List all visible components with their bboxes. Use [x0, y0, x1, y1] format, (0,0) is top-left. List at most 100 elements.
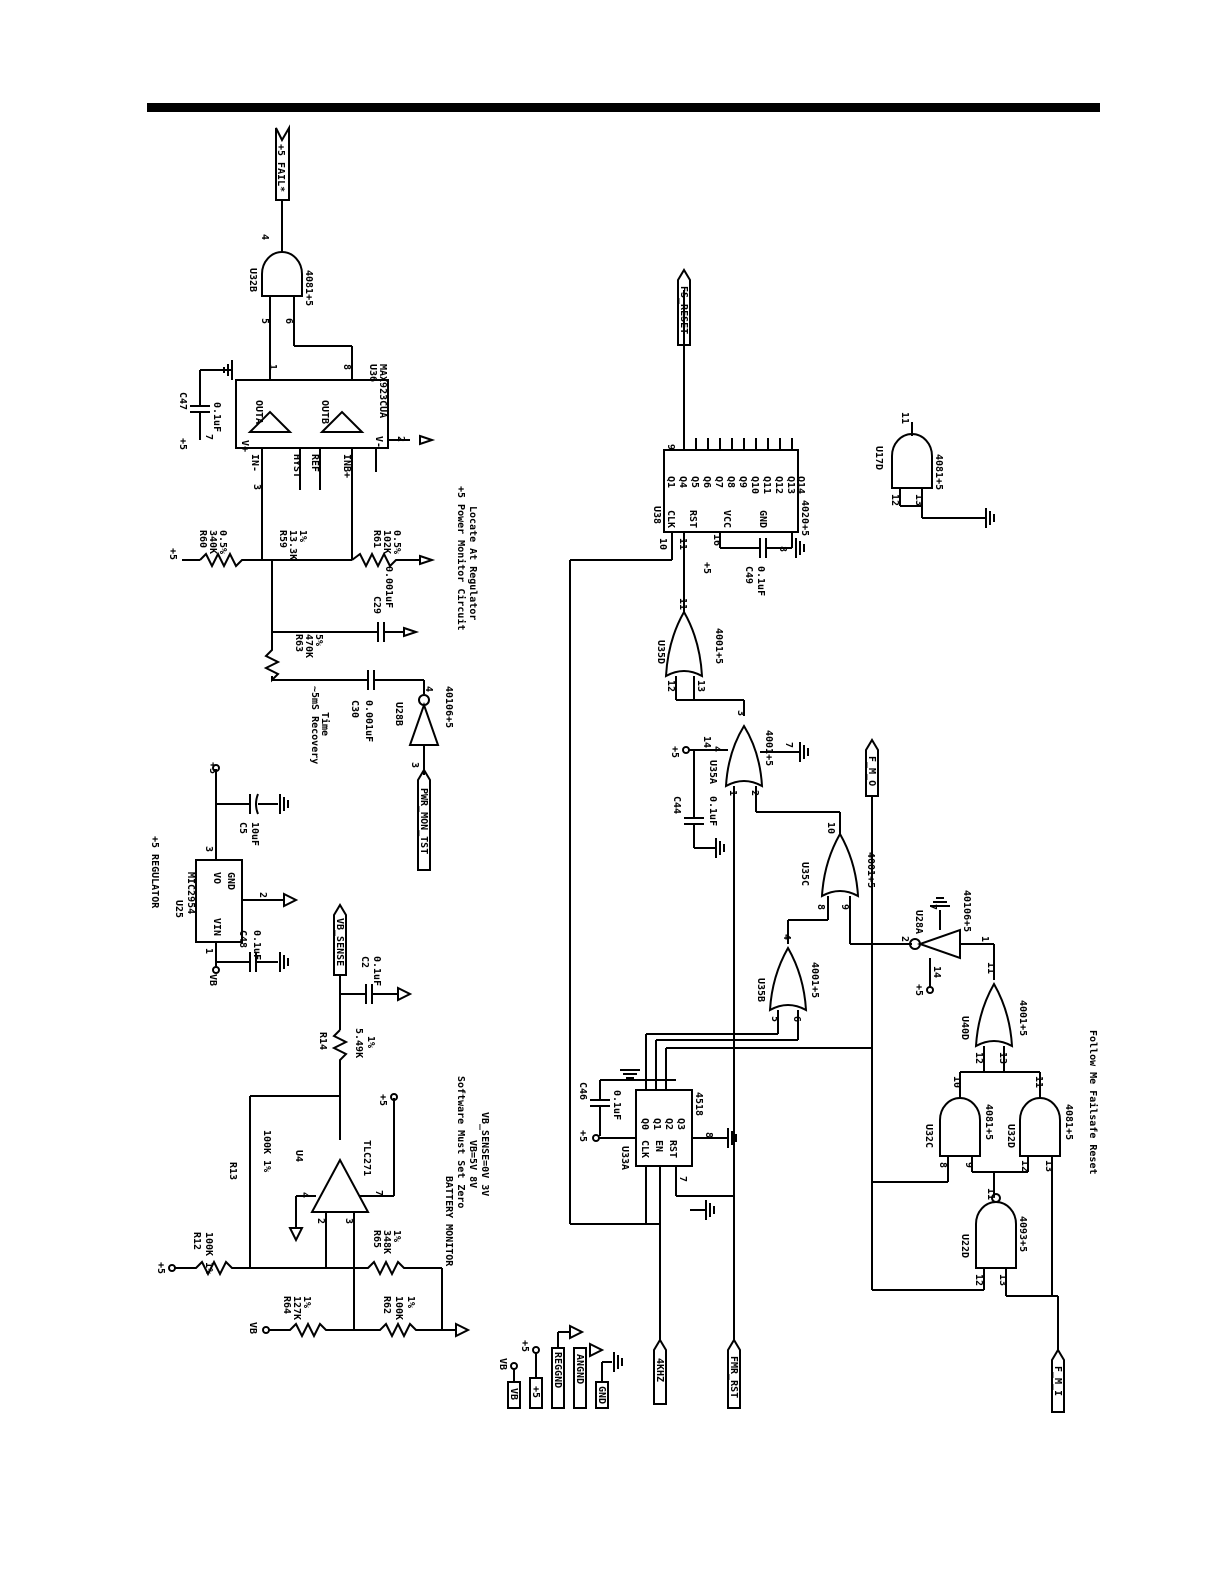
part-value: 348K — [381, 1230, 392, 1254]
pin-label: 4 — [711, 746, 722, 752]
part-ref: C47 — [177, 392, 188, 410]
u32c-gate-shape — [939, 1097, 981, 1157]
part-ref: R61 — [371, 530, 382, 548]
circuit-subtitle: Locate At Regulator — [467, 506, 478, 620]
pin-label: 9 — [839, 904, 850, 910]
part-ref: U35C — [799, 862, 810, 886]
part-ref: U38 — [651, 506, 662, 524]
ground-symbol — [279, 794, 289, 814]
pin-name: Q11 — [761, 476, 772, 494]
pin-label: 10 — [951, 1076, 962, 1088]
ground-symbol — [985, 508, 995, 528]
top-rule — [147, 103, 1100, 112]
pin-label: 2 — [749, 790, 760, 796]
r65-zigzag — [354, 1259, 442, 1277]
fmi-label: F_M_I — [1052, 1366, 1063, 1396]
pin-label: 12 — [973, 1052, 984, 1064]
part-ref: C48 — [237, 930, 248, 948]
pin-label: 13 — [695, 680, 706, 692]
note: Software Must Set Zero — [455, 1076, 466, 1208]
plus5-node — [168, 1264, 176, 1272]
khz4-bus-shape — [653, 1338, 667, 1405]
pin-label: 13 — [997, 1052, 1008, 1064]
part-tol: 1% — [391, 1230, 402, 1242]
pin-label: 2 — [257, 892, 268, 898]
legend-angnd-box — [573, 1347, 587, 1409]
fmr-rst-label: FMR_RST — [728, 1356, 739, 1398]
part-value: 13.3K — [287, 530, 298, 560]
supply-label: VB — [247, 1322, 258, 1334]
part-number: 4081+5 — [1063, 1104, 1074, 1140]
part-value: 0.1uF — [211, 402, 222, 432]
part-number: 4518 — [693, 1092, 704, 1116]
pin-label: 14 — [701, 736, 712, 748]
u28a-inverter-shape — [916, 928, 961, 960]
vb-node — [212, 966, 220, 974]
ground-triangle — [455, 1322, 471, 1338]
pin-name: CLK — [639, 1140, 650, 1158]
part-tol: 1% — [405, 1296, 416, 1308]
pin-label: 8 — [777, 546, 788, 552]
part-ref: U4 — [293, 1150, 304, 1162]
part-ref: U32B — [247, 268, 258, 292]
ground-symbol — [799, 742, 809, 762]
pin-name: Q1 — [651, 1118, 662, 1130]
pin-label: 5 — [769, 1016, 780, 1022]
pin-name: Q1 — [665, 476, 676, 488]
r64-zigzag — [269, 1321, 354, 1339]
pin-label: 7 — [927, 904, 938, 910]
supply-label: +5 — [701, 562, 712, 574]
pin-label: 11 — [899, 412, 910, 424]
ground-symbol — [930, 897, 950, 907]
pin-label: 4 — [299, 1192, 310, 1198]
ground-symbol — [795, 538, 805, 558]
supply-label: +5 — [155, 1262, 166, 1274]
u32b-gate-shape — [261, 251, 303, 297]
ground-triangle — [397, 986, 413, 1002]
legend-label: ANGND — [574, 1354, 585, 1384]
part-number: 4081+5 — [303, 270, 314, 306]
part-ref: R60 — [197, 530, 208, 548]
part-ref: U36 — [367, 364, 378, 382]
pin-label: 2 — [315, 1218, 326, 1224]
pin-name: CLK — [665, 510, 676, 528]
pin-name: Q7 — [713, 476, 724, 488]
u35b-gate-shape — [768, 945, 808, 1012]
pin-name: RST — [667, 1140, 678, 1158]
ground-symbol — [715, 838, 725, 858]
part-ref: C30 — [349, 700, 360, 718]
part-ref: U25 — [173, 900, 184, 918]
part-ref: U22D — [959, 1234, 970, 1258]
part-tol: 1% — [301, 1296, 312, 1308]
part-ref: R59 — [277, 530, 288, 548]
part-number: 4081+5 — [983, 1104, 994, 1140]
u17d-gate-shape — [891, 433, 933, 489]
r61-zigzag — [351, 551, 420, 569]
pin-label: 1 — [203, 948, 214, 954]
pin-label: 3 — [735, 710, 746, 716]
pin-label: 12 — [889, 494, 900, 506]
pin-label: 8 — [703, 1132, 714, 1138]
pin-name: VO — [211, 872, 222, 884]
pin-label: 8 — [937, 1162, 948, 1168]
plus5-node — [926, 986, 934, 994]
part-value: 100K 1% — [203, 1232, 214, 1274]
plus5-node — [682, 746, 690, 754]
u22d-bubble — [991, 1193, 1001, 1203]
u36-body — [235, 379, 389, 449]
part-value: 470K — [303, 634, 314, 658]
pin-name: GND — [757, 510, 768, 528]
r12-zigzag — [175, 1259, 250, 1277]
pin-label: 6 — [283, 318, 294, 324]
pin-name: RST — [687, 510, 698, 528]
pin-name: VIN — [211, 918, 222, 936]
pin-name: REF — [309, 454, 320, 472]
pin-label: 12 — [973, 1274, 984, 1286]
plus5-node — [390, 1093, 398, 1101]
r63-zigzag — [263, 632, 281, 683]
part-ref: R64 — [281, 1296, 292, 1314]
pin-label: 3 — [409, 762, 420, 768]
pin-label: 16 — [711, 534, 722, 546]
part-value: 10uF — [249, 822, 260, 846]
